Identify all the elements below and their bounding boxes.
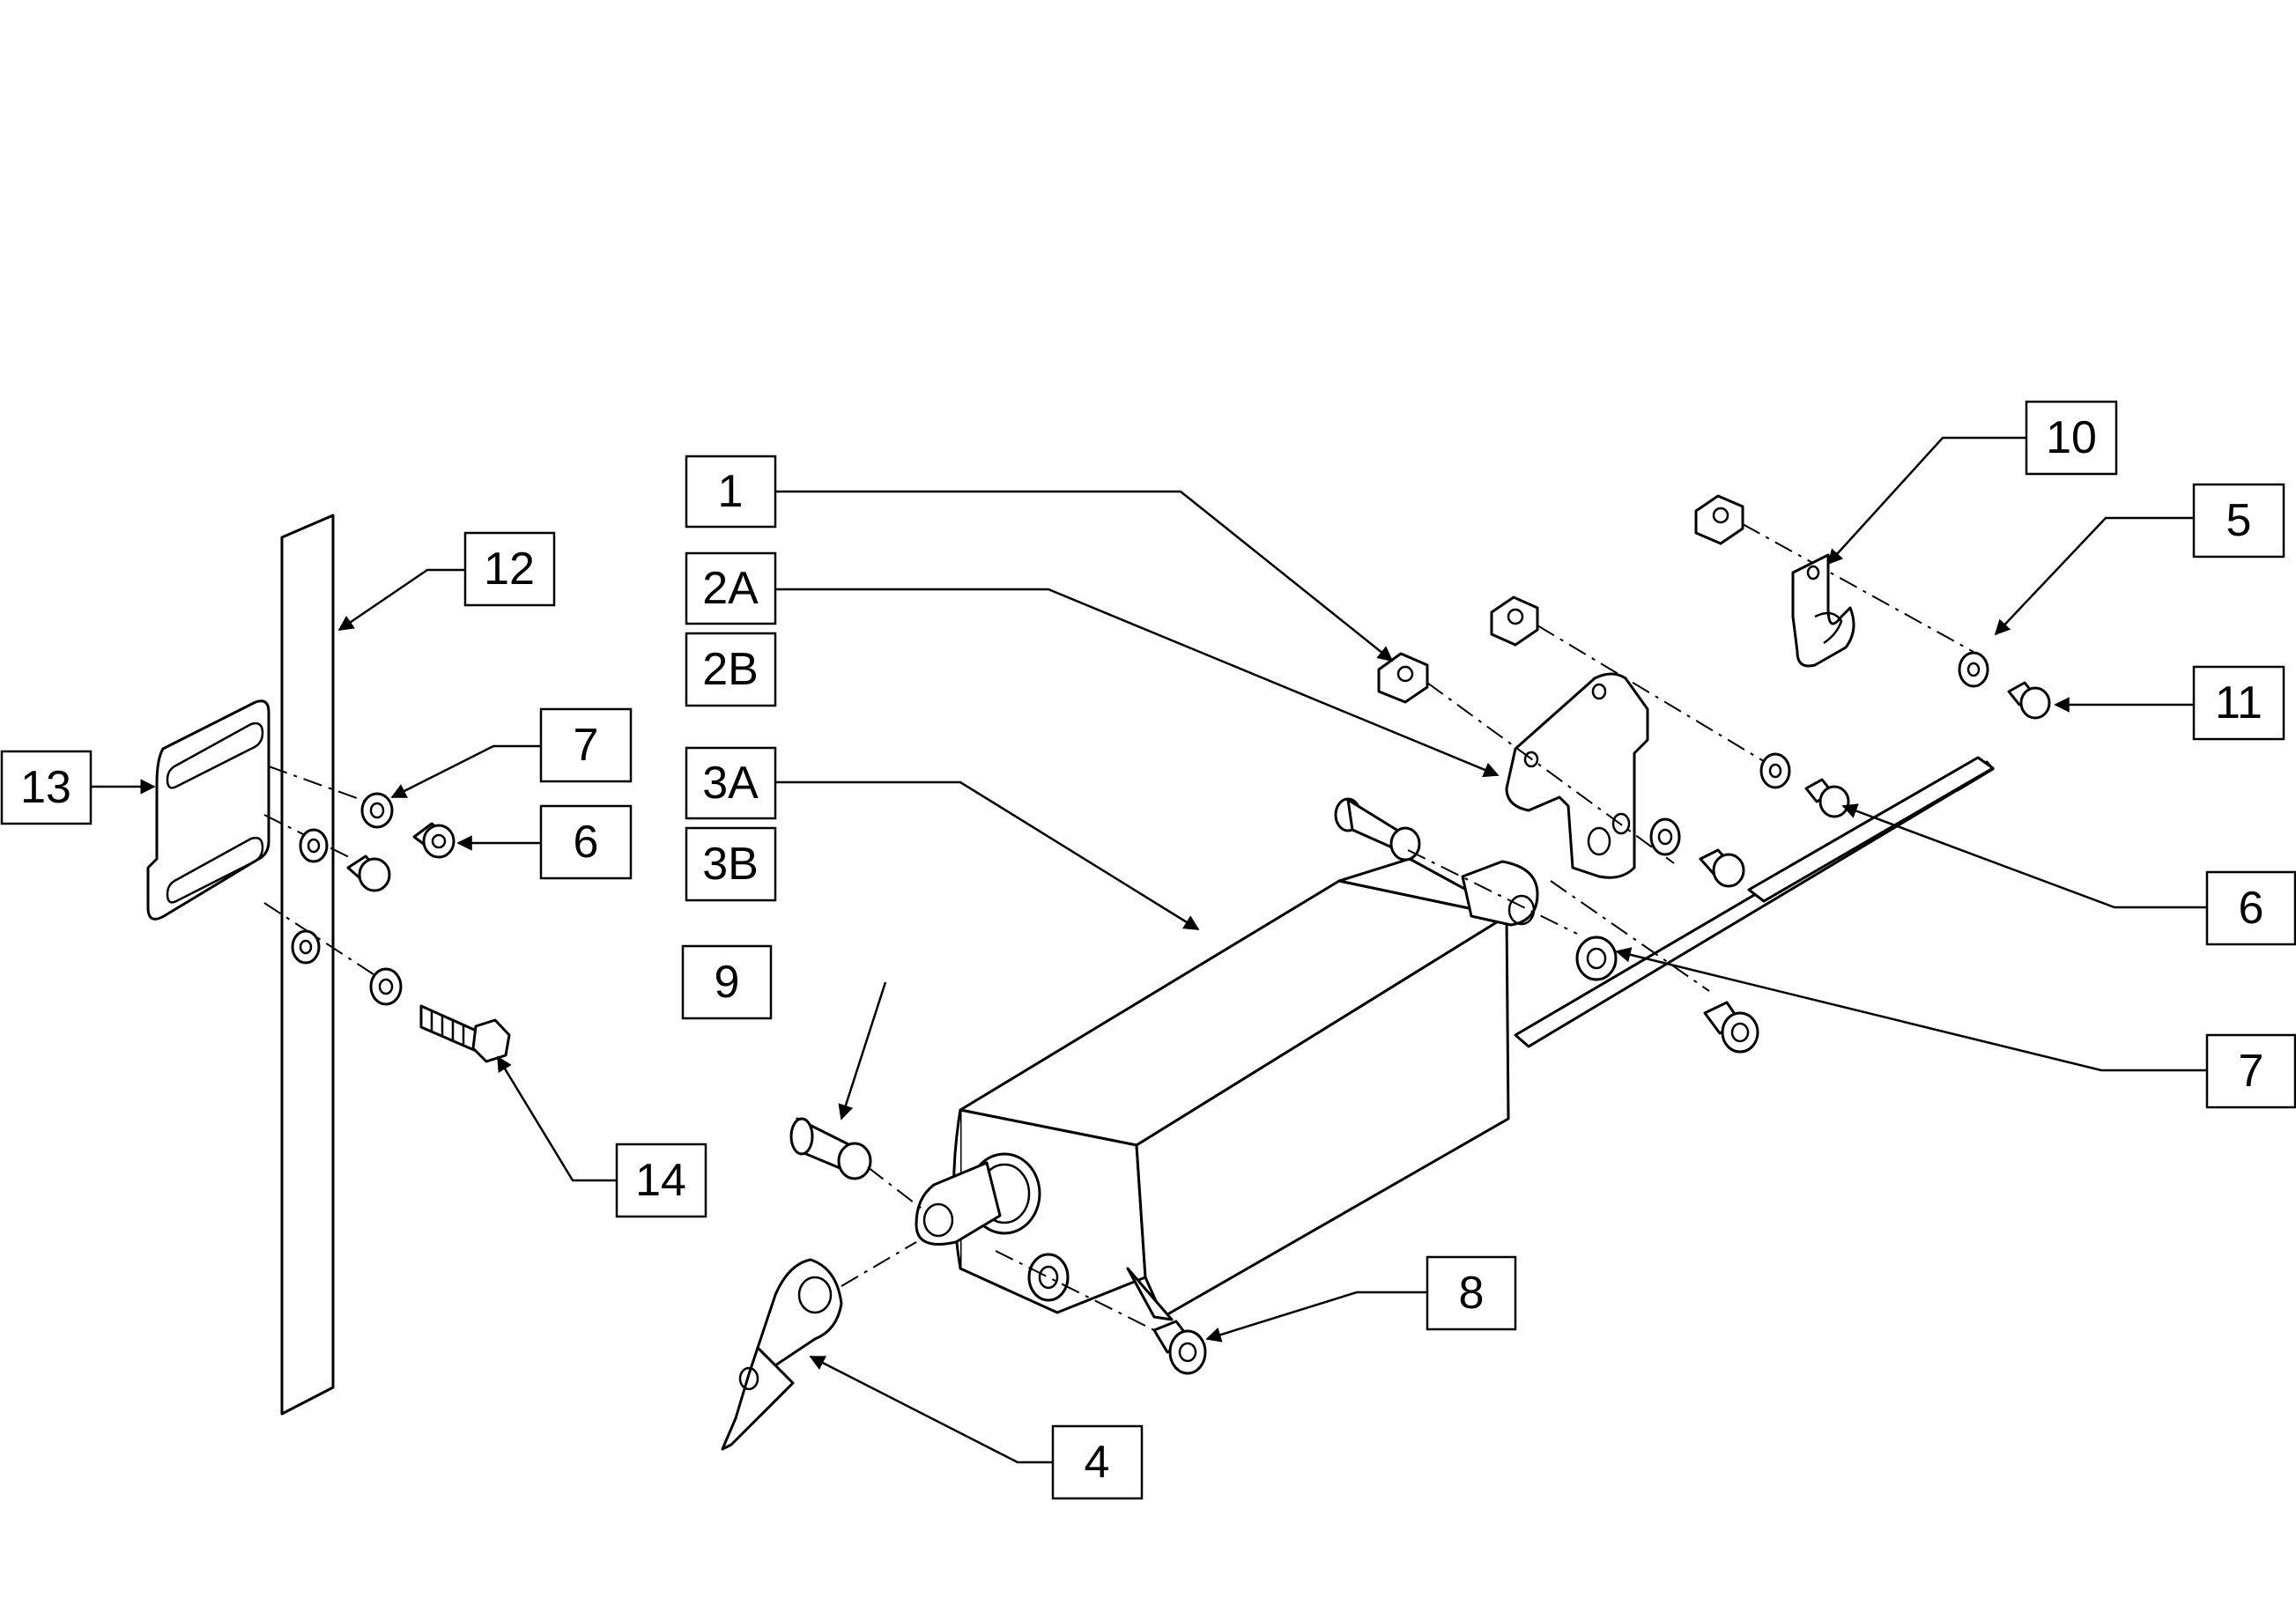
callout-7-right-label: 7 — [2239, 1046, 2264, 1097]
callout-9-label: 9 — [715, 957, 740, 1008]
callout-6-right: 6 — [2205, 870, 2296, 946]
callout-13: 13 — [0, 750, 93, 825]
callout-2a-label: 2A — [702, 563, 759, 614]
callout-3a: 3A — [685, 746, 777, 820]
leader-lines — [91, 436, 2216, 1464]
left-hardware — [263, 766, 511, 1063]
callout-1-label: 1 — [718, 466, 744, 517]
actuator-dash-lines — [867, 849, 1710, 1335]
callout-8-label: 8 — [1459, 1268, 1485, 1319]
callout-3b-label: 3B — [702, 839, 759, 890]
callout-4-label: 4 — [1085, 1437, 1110, 1488]
part-2-mount-plate — [1505, 672, 1649, 879]
callout-5-label: 5 — [2226, 495, 2252, 546]
part-9-pin — [789, 797, 1421, 1180]
callout-5: 5 — [2192, 483, 2285, 558]
callout-7-right: 7 — [2205, 1033, 2296, 1109]
callout-6-left-label: 6 — [574, 817, 599, 868]
callout-9: 9 — [681, 944, 773, 1020]
callout-8: 8 — [1426, 1255, 1517, 1331]
callout-14-label: 14 — [635, 1155, 686, 1206]
callout-14: 14 — [615, 1143, 707, 1218]
callout-6-left: 6 — [539, 804, 633, 880]
part-3-actuator — [915, 756, 1995, 1321]
callout-12: 12 — [463, 531, 556, 607]
callout-2a: 2A — [685, 551, 777, 625]
callout-3a-label: 3A — [702, 758, 759, 809]
callout-2b-label: 2B — [702, 644, 759, 695]
callout-7-left-label: 7 — [574, 720, 599, 771]
callout-10: 10 — [2025, 400, 2118, 476]
callout-10-label: 10 — [2046, 412, 2097, 463]
part-4-rod-end — [721, 1241, 917, 1451]
callout-3b: 3B — [685, 826, 777, 902]
callout-11-label: 11 — [2215, 677, 2263, 729]
callout-11: 11 — [2192, 665, 2285, 741]
part-8-screw — [1152, 1320, 1207, 1375]
callout-1: 1 — [685, 455, 777, 529]
part-13-slotted-bracket — [146, 699, 270, 921]
callout-2b: 2B — [685, 632, 777, 707]
part-12-frame-rail — [280, 514, 335, 1416]
callout-13-label: 13 — [20, 762, 71, 813]
right-hardware — [1377, 494, 2051, 1054]
callout-6-right-label: 6 — [2239, 883, 2264, 934]
callout-7-left: 7 — [539, 707, 633, 783]
callout-4: 4 — [1051, 1424, 1144, 1500]
callout-12-label: 12 — [484, 544, 535, 595]
